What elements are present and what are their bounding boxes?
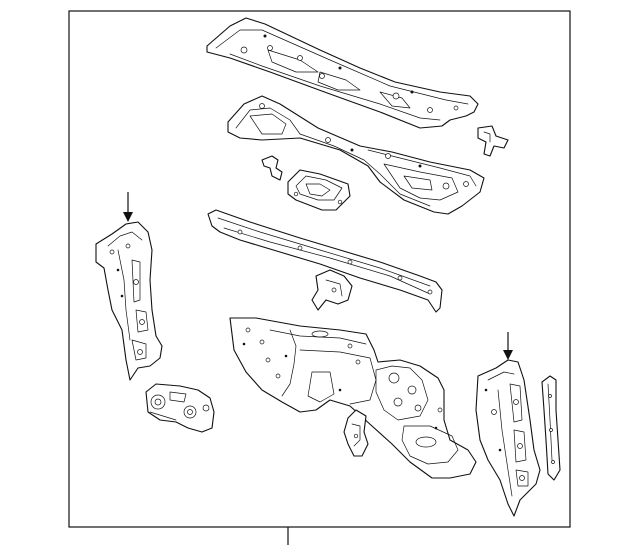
dash-panel-lower-bracket[interactable] [343, 409, 369, 457]
right-pillar-arrow [503, 332, 513, 360]
right-reinforcement-strip[interactable] [541, 375, 561, 481]
right-hinge-pillar[interactable] [475, 359, 541, 517]
dash-panel[interactable] [229, 317, 477, 479]
diagram-frame [68, 10, 571, 528]
cowl-cross-brace[interactable] [207, 209, 443, 313]
left-hinge-pillar[interactable] [95, 221, 163, 381]
cowl-small-bracket-right[interactable] [477, 125, 509, 157]
lower-cowl-panel[interactable] [227, 95, 485, 215]
left-lower-bracket[interactable] [145, 383, 215, 433]
left-pillar-arrow [123, 192, 133, 222]
cowl-small-bracket-left[interactable] [261, 155, 283, 181]
upper-cowl-panel[interactable] [206, 17, 479, 129]
cowl-box-bracket[interactable] [287, 169, 351, 211]
cross-brace-bracket[interactable] [311, 269, 353, 311]
